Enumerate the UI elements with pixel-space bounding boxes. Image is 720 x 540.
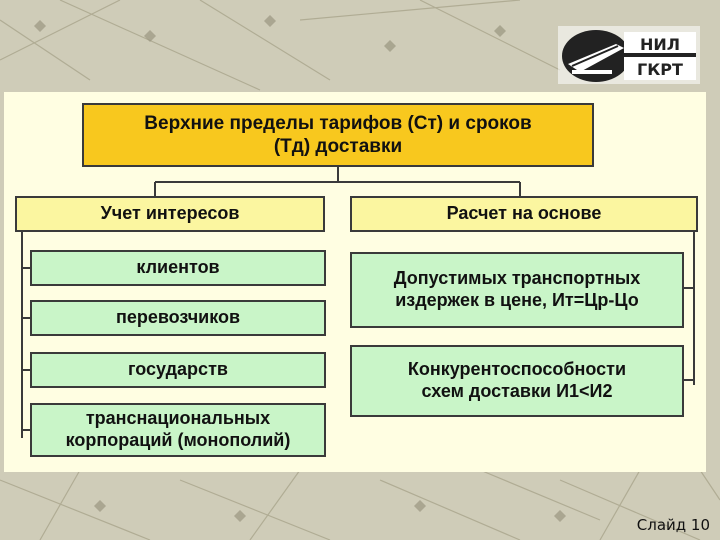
left-item-carriers: перевозчиков bbox=[30, 300, 326, 336]
right-header-calculation: Расчет на основе bbox=[350, 196, 698, 232]
diagram-title: Верхние пределы тарифов (Ст) и сроков (Т… bbox=[82, 103, 594, 167]
right-item-competitiveness: Конкурентоспособности схем доставки И1<И… bbox=[350, 345, 684, 417]
left-item-states: государств bbox=[30, 352, 326, 388]
nil-gkrt-logo: НИЛ ГКРТ bbox=[558, 26, 700, 84]
slide-number: Слайд 10 bbox=[636, 516, 710, 534]
left-item-clients: клиентов bbox=[30, 250, 326, 286]
left-item-transnational: транснациональных корпораций (монополий) bbox=[30, 403, 326, 457]
right-item-transport-costs: Допустимых транспортных издержек в цене,… bbox=[350, 252, 684, 328]
logo-line1: НИЛ bbox=[640, 35, 680, 54]
logo-line2: ГКРТ bbox=[637, 60, 683, 79]
left-header-interests: Учет интересов bbox=[15, 196, 325, 232]
